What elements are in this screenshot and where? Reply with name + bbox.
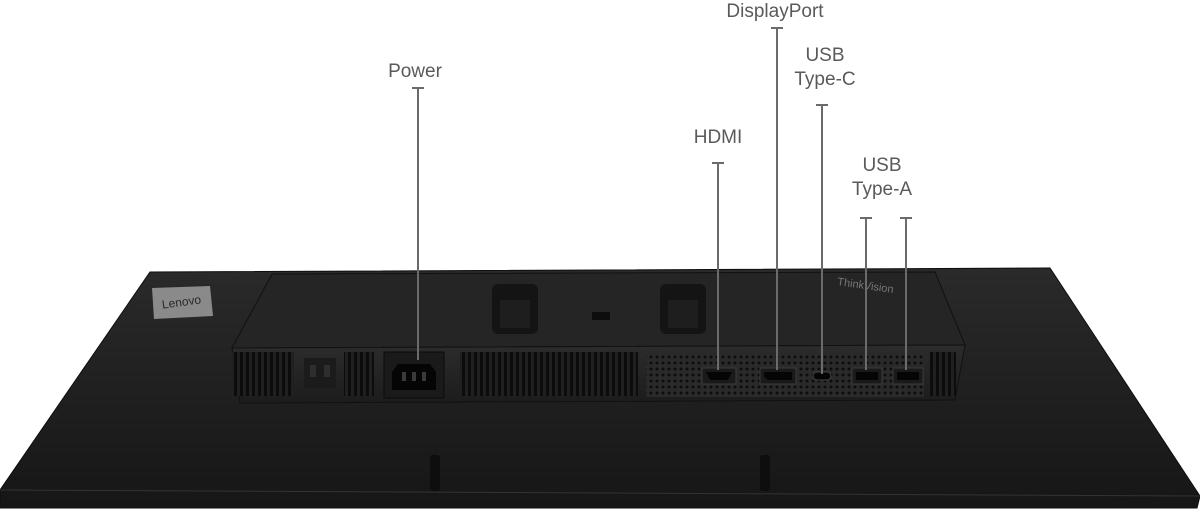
- callout-hdmi: HDMI: [694, 126, 743, 150]
- control-buttons: [304, 358, 336, 388]
- callout-displayport-line1: DisplayPort: [726, 1, 824, 22]
- callout-hdmi-line1: HDMI: [693, 127, 743, 148]
- callout-usb-c: USB Type-C: [794, 44, 855, 92]
- stand-hinge-right: [660, 284, 706, 334]
- lenovo-logo-plate: Lenovo: [152, 286, 213, 319]
- stand-hinge-left: [492, 284, 538, 334]
- callout-power-line1: Power: [388, 61, 442, 82]
- callout-power: Power: [388, 60, 442, 84]
- callout-displayport: DisplayPort: [726, 0, 823, 24]
- bottom-clip-left: [430, 455, 440, 491]
- vent-grille-right: [930, 352, 956, 396]
- callout-usb-c-line1: USB: [805, 45, 845, 66]
- displayport-illustration: [759, 367, 797, 385]
- vent-grille-left: [232, 352, 294, 396]
- callout-usb-c-line2: Type-C: [794, 69, 856, 90]
- hdmi-port-illustration: [701, 367, 737, 385]
- usb-a-port-1-illustration: [851, 367, 883, 385]
- usb-a-port-2-illustration: [892, 367, 924, 385]
- callout-usb-a: USB Type-A: [852, 154, 912, 202]
- vent-grille-center: [460, 352, 638, 396]
- leader-lines: [412, 27, 912, 374]
- bottom-clip-right: [760, 455, 770, 491]
- lenovo-logo-text: Lenovo: [161, 292, 202, 311]
- callout-usb-a-line1: USB: [862, 155, 902, 176]
- vent-grille-center-left: [344, 352, 374, 396]
- callout-usb-a-line2: Type-A: [851, 179, 913, 200]
- power-port-illustration: [383, 351, 445, 399]
- kensington-slot: [592, 312, 610, 320]
